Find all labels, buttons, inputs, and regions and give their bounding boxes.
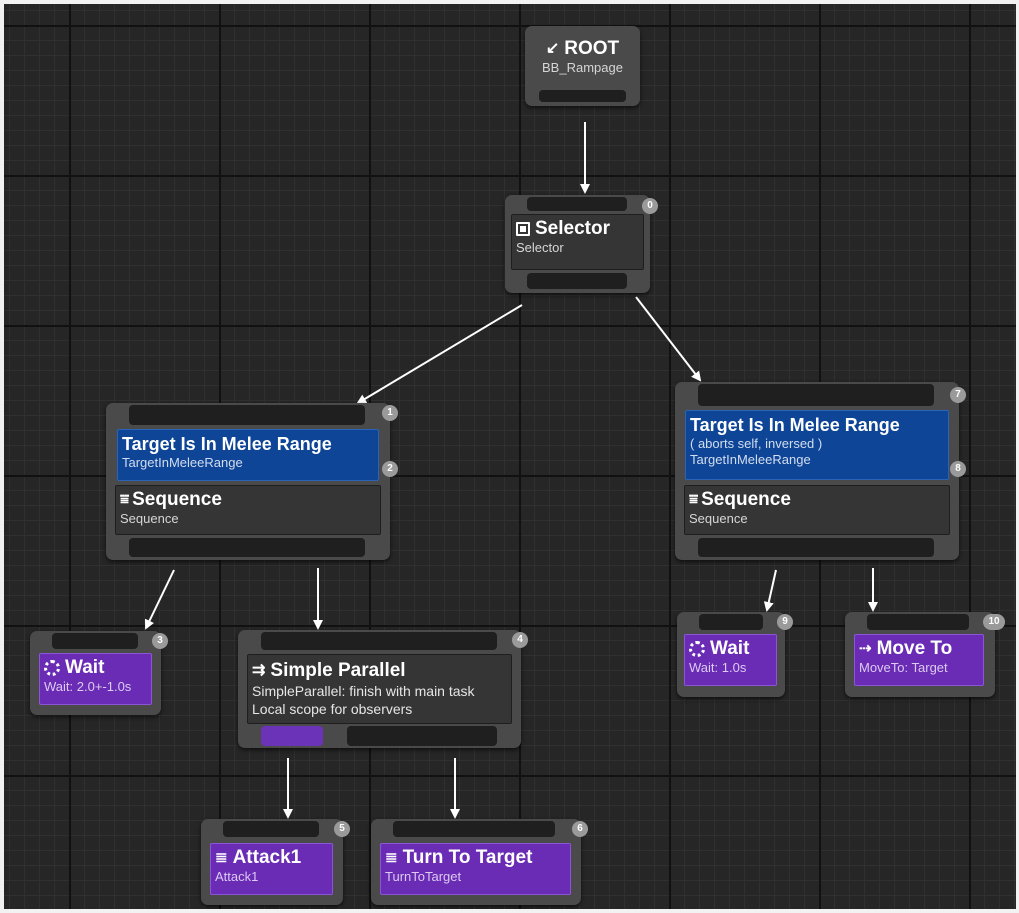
left-sequence-input-pin[interactable] <box>129 405 365 425</box>
task-icon: ≣ <box>215 849 228 866</box>
selector-subtitle: Selector <box>516 240 564 255</box>
wait-left-subtitle: Wait: 2.0+-1.0s <box>44 679 132 694</box>
sequence-icon: ⩸ <box>120 491 129 508</box>
right-composite-panel: ⩸ Sequence Sequence <box>684 485 950 535</box>
left-composite-panel: ⩸ Sequence Sequence <box>115 485 381 535</box>
edge-selector-right-sequence <box>635 296 702 382</box>
right-sequence-node[interactable]: Target Is In Melee Range ( aborts self, … <box>675 382 966 560</box>
attack1-node[interactable]: ≣ Attack1 Attack1 5 <box>201 819 350 905</box>
turn-to-target-node[interactable]: ≣ Turn To Target TurnToTarget 6 <box>371 819 588 905</box>
root-subtitle: BB_Rampage <box>542 60 623 75</box>
selector-input-pin[interactable] <box>527 197 627 211</box>
right-sequence-subtitle: Sequence <box>689 511 748 526</box>
attack1-index-badge: 5 <box>334 821 350 837</box>
move-to-input-pin[interactable] <box>867 614 969 630</box>
wait-right-title: Wait <box>710 638 750 659</box>
wait-left-panel: Wait Wait: 2.0+-1.0s <box>39 653 152 705</box>
left-sequence-index-badge: 1 <box>382 405 398 421</box>
wait-right-node[interactable]: Wait Wait: 1.0s 9 <box>677 612 793 697</box>
attack1-panel: ≣ Attack1 Attack1 <box>210 843 333 895</box>
selector-panel: Selector Selector <box>511 214 644 270</box>
wait-right-index-badge: 9 <box>777 614 793 630</box>
wait-left-node[interactable]: Wait Wait: 2.0+-1.0s 3 <box>30 631 168 715</box>
attack1-subtitle: Attack1 <box>215 869 259 884</box>
selector-node[interactable]: Selector Selector 0 <box>505 195 658 293</box>
left-sequence-node[interactable]: Target Is In Melee Range TargetInMeleeRa… <box>106 403 398 560</box>
simple-parallel-main-task-pin[interactable] <box>261 726 323 746</box>
left-decorator-index-badge: 2 <box>382 461 398 477</box>
turn-to-target-input-pin[interactable] <box>393 821 555 837</box>
left-sequence-subtitle: Sequence <box>120 511 179 526</box>
sequence-icon: ⩸ <box>689 491 698 508</box>
attack1-title: Attack1 <box>232 847 302 868</box>
simple-parallel-panel: ⇉ Simple Parallel SimpleParallel: finish… <box>247 654 512 724</box>
selector-index-badge: 0 <box>642 198 658 214</box>
left-decorator-title: Target Is In Melee Range <box>122 434 332 454</box>
turn-to-target-index-badge: 6 <box>572 821 588 837</box>
wait-right-input-pin[interactable] <box>699 614 763 630</box>
right-decorator-panel[interactable]: Target Is In Melee Range ( aborts self, … <box>685 410 949 480</box>
root-node[interactable]: ↙ ROOT BB_Rampage <box>525 26 640 106</box>
move-to-panel: ⇢ Move To MoveTo: Target <box>854 634 984 686</box>
simple-parallel-index-badge: 4 <box>512 632 528 648</box>
right-decorator-index-badge: 8 <box>950 461 966 477</box>
left-sequence-output-pin[interactable] <box>129 538 365 557</box>
turn-to-target-panel: ≣ Turn To Target TurnToTarget <box>380 843 571 895</box>
right-decorator-subtitle: TargetInMeleeRange <box>690 452 811 467</box>
attack1-input-pin[interactable] <box>223 821 319 837</box>
right-sequence-output-pin[interactable] <box>698 538 934 557</box>
right-sequence-title: Sequence <box>701 489 791 510</box>
move-to-index-badge: 10 <box>983 614 1005 630</box>
wait-icon <box>44 660 60 676</box>
selector-icon <box>516 222 530 236</box>
selector-title: Selector <box>535 218 610 239</box>
root-output-pin[interactable] <box>539 90 626 102</box>
simple-parallel-input-pin[interactable] <box>261 632 497 650</box>
wait-right-panel: Wait Wait: 1.0s <box>684 634 777 686</box>
edge-right-sequence-wait <box>763 569 777 612</box>
edge-left-sequence-wait <box>144 569 175 630</box>
turn-to-target-subtitle: TurnToTarget <box>385 869 462 884</box>
right-sequence-input-pin[interactable] <box>698 384 934 406</box>
right-sequence-index-badge: 7 <box>950 387 966 403</box>
edge-selector-left-sequence <box>356 304 523 405</box>
simple-parallel-icon: ⇉ <box>252 662 266 679</box>
left-sequence-title: Sequence <box>132 489 222 510</box>
left-decorator-subtitle: TargetInMeleeRange <box>122 455 243 470</box>
move-to-title: Move To <box>876 638 953 659</box>
wait-left-title: Wait <box>65 657 105 678</box>
turn-to-target-title: Turn To Target <box>402 847 533 868</box>
left-decorator-panel[interactable]: Target Is In Melee Range TargetInMeleeRa… <box>117 429 379 481</box>
move-to-subtitle: MoveTo: Target <box>859 660 948 675</box>
root-icon: ↙ <box>545 40 560 57</box>
simple-parallel-subtitle-2: Local scope for observers <box>252 701 413 717</box>
simple-parallel-title: Simple Parallel <box>270 660 406 681</box>
simple-parallel-node[interactable]: ⇉ Simple Parallel SimpleParallel: finish… <box>238 630 528 748</box>
simple-parallel-background-pin[interactable] <box>347 726 497 746</box>
right-decorator-note: ( aborts self, inversed ) <box>690 436 823 451</box>
wait-left-input-pin[interactable] <box>52 633 138 649</box>
move-to-icon: ⇢ <box>859 640 872 657</box>
selector-output-pin[interactable] <box>527 273 627 289</box>
wait-left-index-badge: 3 <box>152 633 168 649</box>
task-icon: ≣ <box>385 849 398 866</box>
simple-parallel-subtitle-1: SimpleParallel: finish with main task <box>252 683 475 699</box>
right-decorator-title: Target Is In Melee Range <box>690 415 900 435</box>
wait-right-subtitle: Wait: 1.0s <box>689 660 747 675</box>
root-panel: ↙ ROOT BB_Rampage <box>530 32 635 88</box>
wait-icon <box>689 641 705 657</box>
move-to-node[interactable]: ⇢ Move To MoveTo: Target 10 <box>845 612 1005 697</box>
root-title: ROOT <box>564 38 620 59</box>
